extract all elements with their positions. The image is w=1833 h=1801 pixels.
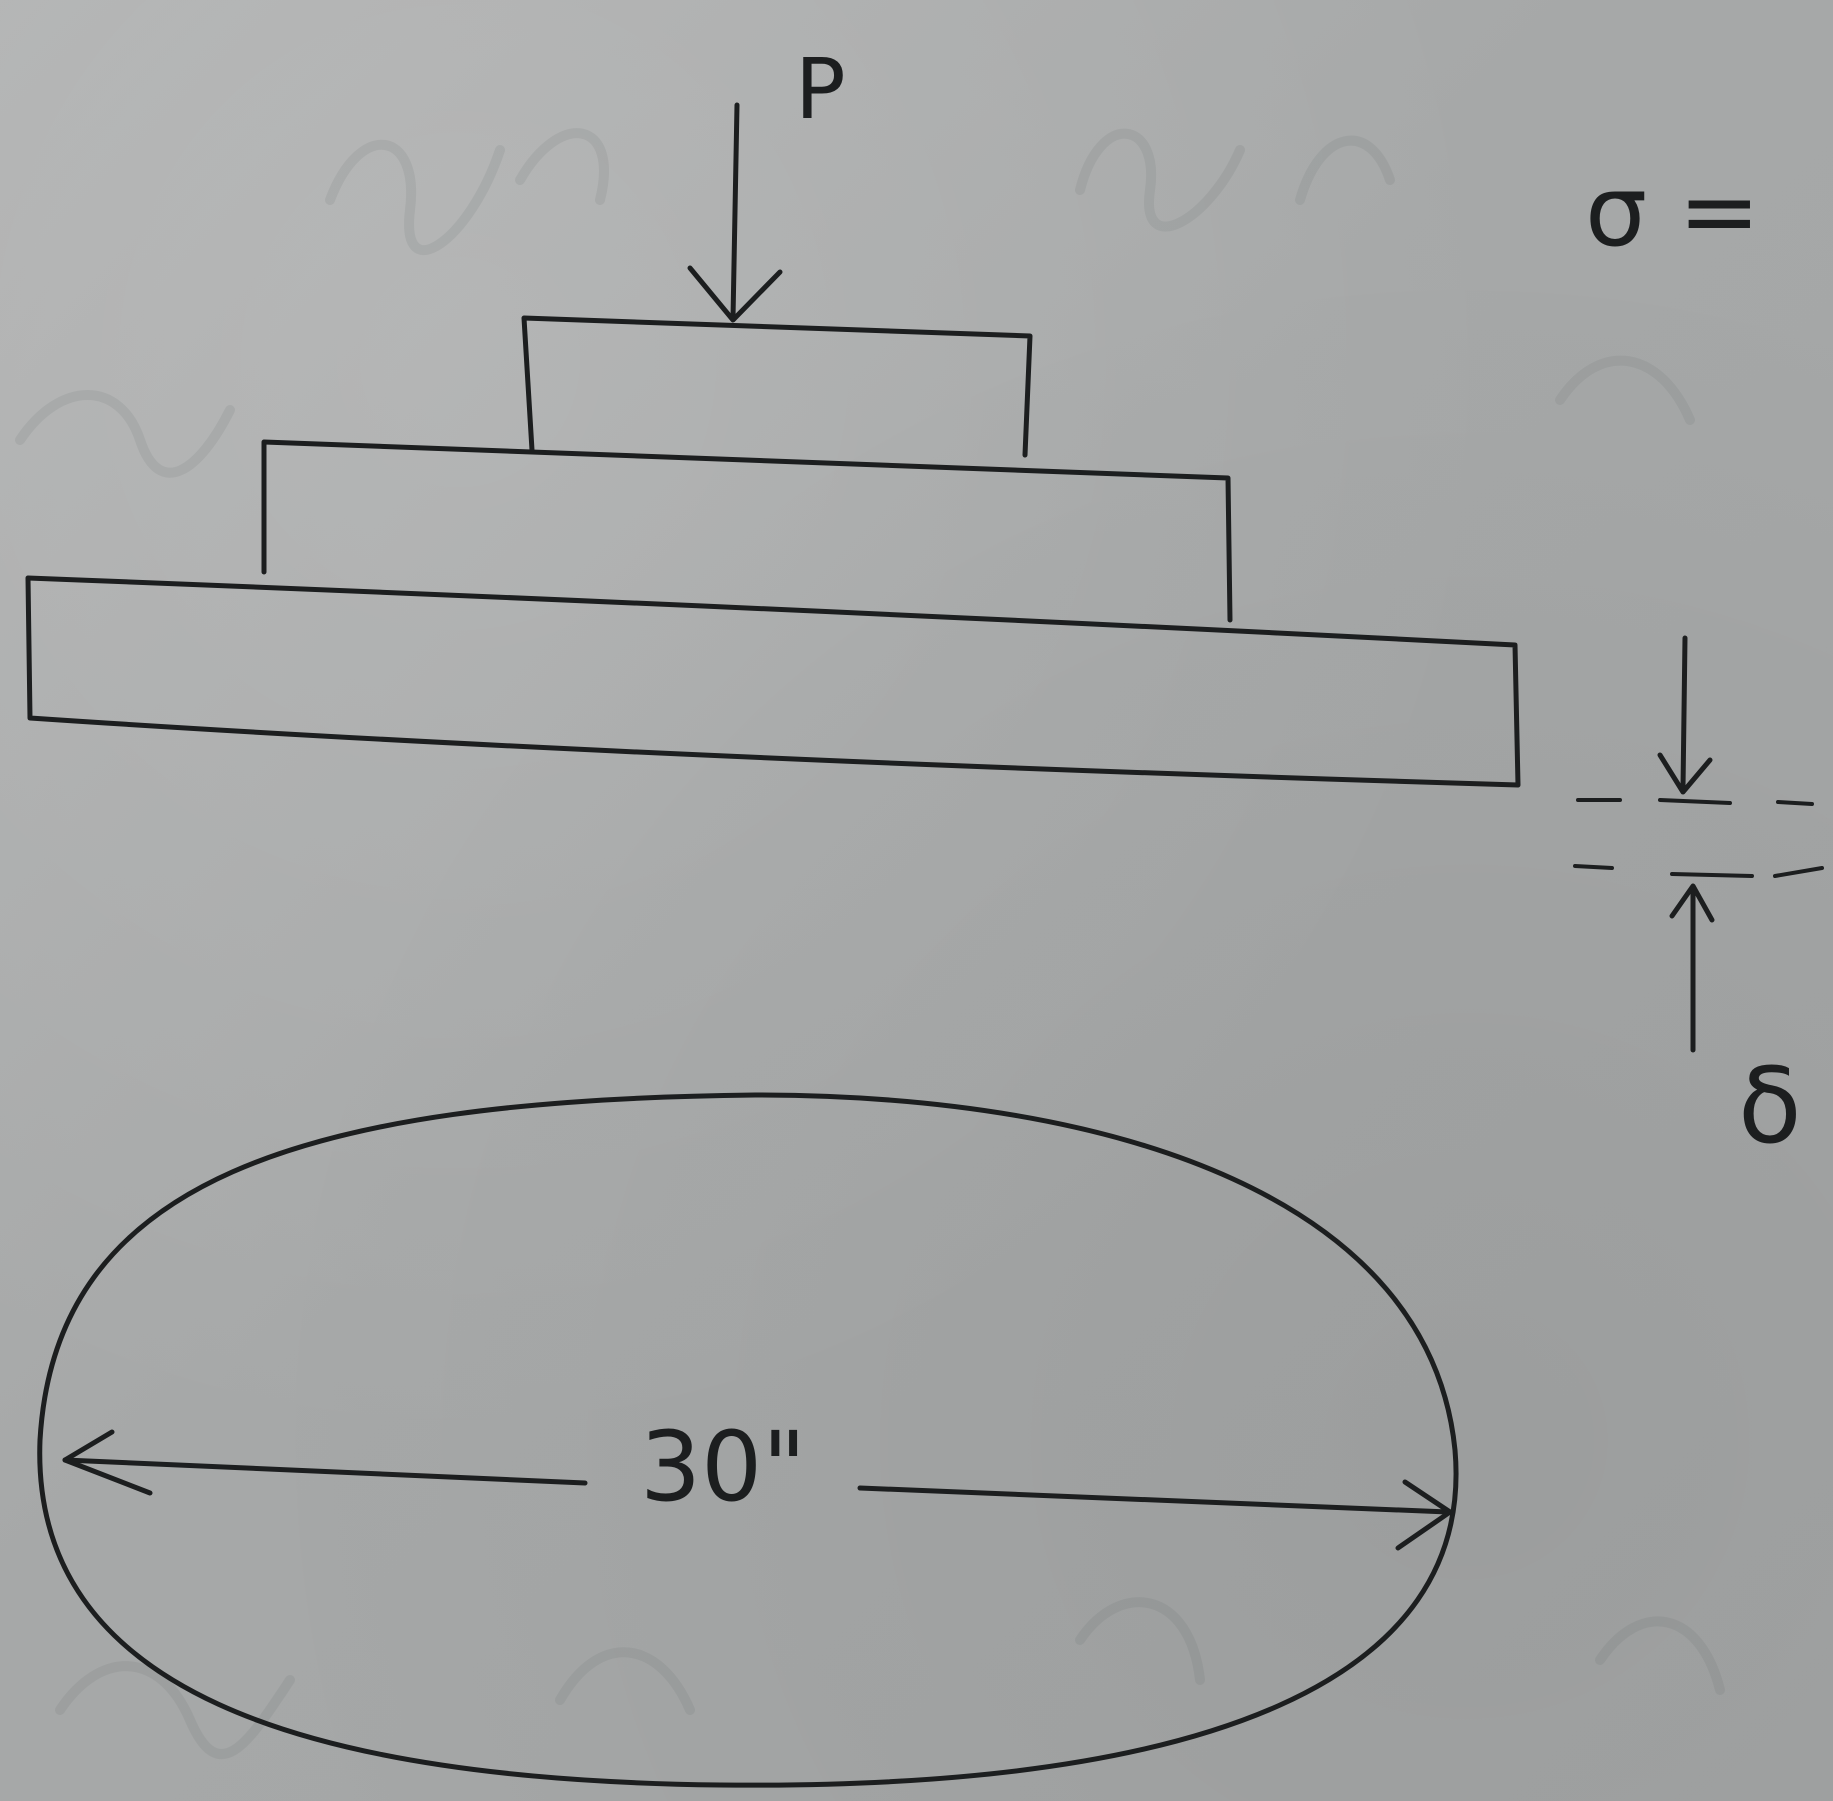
stress-label: σ = xyxy=(1585,155,1760,269)
footing-base-slab xyxy=(25,575,1521,788)
bleed-through-marks xyxy=(15,128,1725,1760)
load-arrow xyxy=(687,102,783,323)
footing-middle-block xyxy=(261,439,1233,623)
diameter-label: 30" xyxy=(640,1411,806,1523)
settlement-dimension xyxy=(1573,635,1824,1053)
footing-top-block xyxy=(521,315,1033,458)
diameter-dimension xyxy=(62,1429,1453,1551)
settlement-label: δ xyxy=(1738,1045,1802,1167)
load-label: P xyxy=(795,40,846,138)
footing-plan-outline xyxy=(37,1092,1459,1788)
